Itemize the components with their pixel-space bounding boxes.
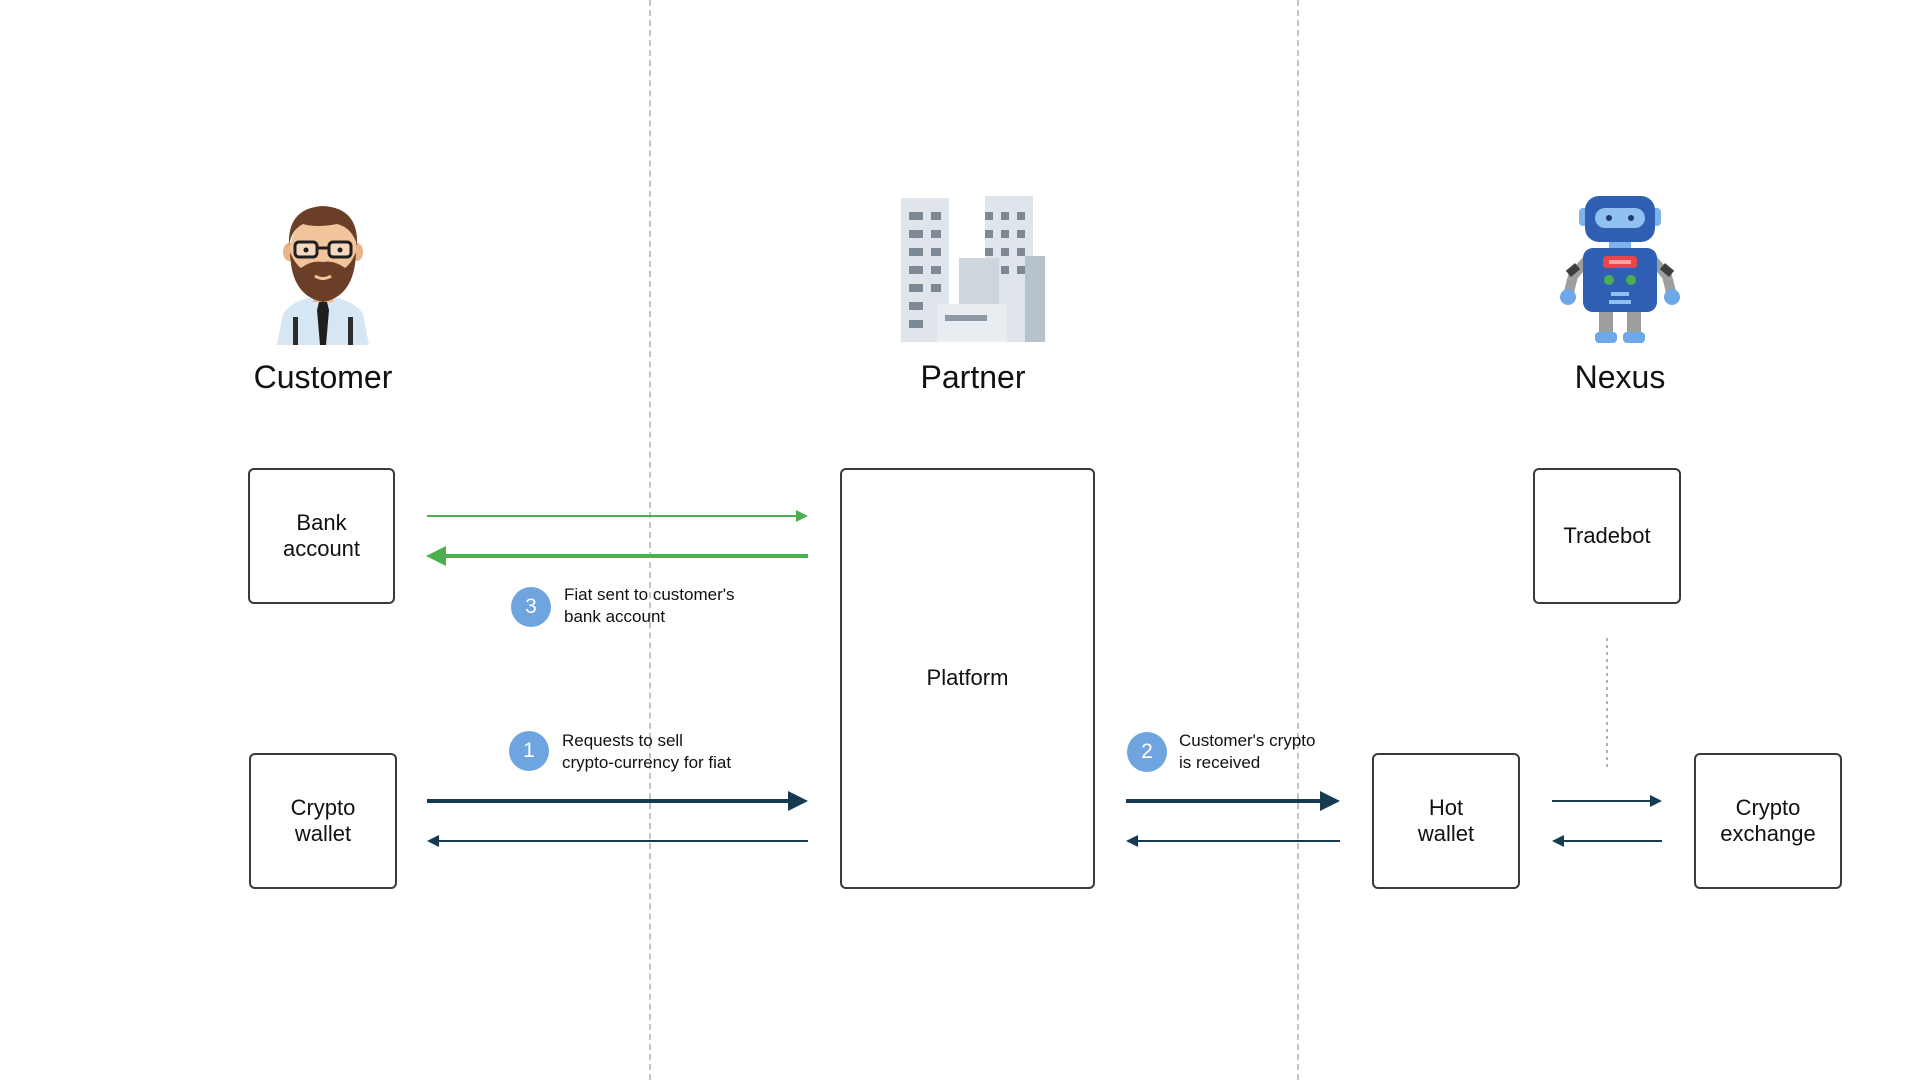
- crypto-exchange-node: Crypto exchange: [1694, 753, 1842, 889]
- robot-icon: [1560, 196, 1680, 343]
- arrow-platform-to-bank: [426, 546, 808, 566]
- step-3-line-2: bank account: [564, 607, 666, 626]
- tradebot-label: Tradebot: [1563, 522, 1651, 548]
- step-2-line-1: Customer's crypto: [1179, 731, 1316, 750]
- step-2-line-2: is received: [1179, 753, 1261, 772]
- arrow-exchange-to-hot-wallet: [1552, 835, 1662, 847]
- arrow-hot-wallet-to-exchange: [1552, 795, 1662, 807]
- arrow-bank-to-platform: [427, 510, 808, 522]
- crypto-wallet-node: Crypto wallet: [249, 753, 397, 889]
- customer-label: Customer: [253, 359, 393, 395]
- partner-actor: [823, 196, 1123, 347]
- step-3-line-1: Fiat sent to customer's: [564, 585, 735, 604]
- customer-actor: [173, 202, 473, 350]
- bearded-man-icon: [277, 206, 369, 345]
- lane-divider-left: [649, 0, 651, 1080]
- partner-label: Partner: [920, 359, 1026, 395]
- arrow-platform-to-hot-wallet: [1126, 791, 1340, 811]
- platform-label: Platform: [926, 665, 1009, 691]
- office-building-icon: [901, 196, 1045, 342]
- step-1-text: Requests to sell crypto-currency for fia…: [562, 730, 731, 774]
- step-3-text: Fiat sent to customer's bank account: [564, 584, 734, 628]
- bank-account-label: Bank account: [282, 509, 361, 561]
- arrow-wallet-to-platform: [427, 791, 808, 811]
- hot-wallet-label: Hot wallet: [1417, 794, 1475, 846]
- tradebot-node: Tradebot: [1533, 468, 1681, 604]
- bank-account-node: Bank account: [248, 468, 395, 604]
- nexus-actor: [1470, 196, 1770, 348]
- step-1-line-1: Requests to sell: [562, 731, 683, 750]
- step-1-line-2: crypto-currency for fiat: [562, 753, 732, 772]
- hot-wallet-node: Hot wallet: [1372, 753, 1520, 889]
- nexus-label: Nexus: [1574, 359, 1666, 395]
- arrow-platform-to-wallet: [427, 835, 808, 847]
- step-2-badge: 2: [1127, 732, 1167, 772]
- platform-node: Platform: [840, 468, 1095, 889]
- step-1-badge: 1: [509, 731, 549, 771]
- crypto-wallet-label: Crypto wallet: [290, 794, 356, 846]
- step-2-text: Customer's crypto is received: [1179, 730, 1315, 774]
- step-3-badge: 3: [511, 587, 551, 627]
- arrow-hot-wallet-to-platform: [1126, 835, 1340, 847]
- lane-divider-right: [1297, 0, 1299, 1080]
- crypto-exchange-label: Crypto exchange: [1720, 794, 1816, 846]
